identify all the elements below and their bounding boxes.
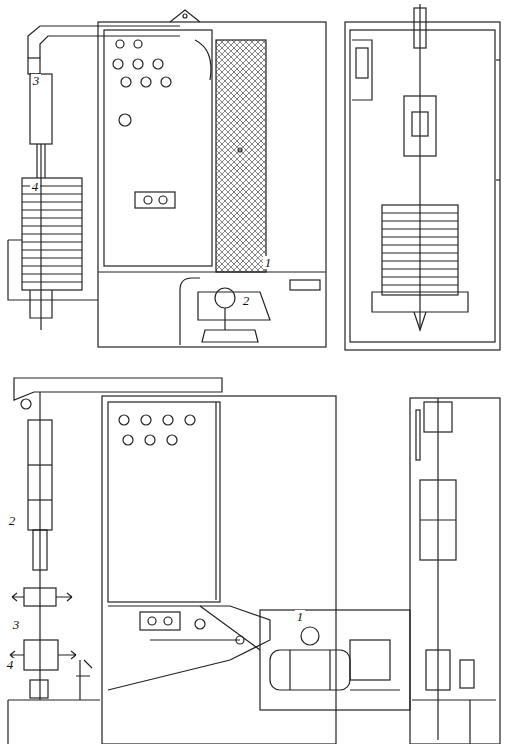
fin-stroke	[22, 265, 82, 266]
dial-symbol	[167, 435, 177, 445]
fin-stroke	[22, 201, 82, 202]
fin-stroke	[382, 276, 458, 277]
fin-stroke	[22, 281, 82, 282]
fin-stroke	[22, 225, 82, 226]
fin-stroke	[22, 193, 82, 194]
fin-stroke	[22, 257, 82, 258]
callout-number: 4	[30, 180, 41, 193]
fin-stroke	[382, 228, 458, 229]
dial-symbol	[133, 59, 143, 69]
dial-symbol	[145, 435, 155, 445]
fin-stroke	[22, 273, 82, 274]
dial-symbol	[161, 77, 171, 87]
callout-number: 1	[295, 610, 306, 623]
fin-stroke	[382, 284, 458, 285]
fin-stroke	[382, 260, 458, 261]
fin-stroke	[22, 209, 82, 210]
fin-stroke	[22, 241, 82, 242]
dial-symbol	[153, 59, 163, 69]
fin-stroke	[22, 249, 82, 250]
bottom-front-view	[8, 378, 410, 744]
fin-stroke	[382, 252, 458, 253]
dial-symbol	[121, 77, 131, 87]
dial-symbol	[119, 415, 129, 425]
dial-symbol	[123, 435, 133, 445]
callout-number: 4	[5, 658, 16, 671]
top-side-view	[345, 4, 500, 350]
dial-symbol	[163, 415, 173, 425]
bottom-side-view	[410, 398, 500, 744]
fin-stroke	[382, 236, 458, 237]
fin-stroke	[22, 217, 82, 218]
fin-stroke	[382, 268, 458, 269]
dial-symbol	[141, 415, 151, 425]
callout-number: 3	[31, 74, 42, 87]
callout-number: 2	[7, 514, 18, 527]
callout-number: 2	[241, 294, 252, 307]
fin-stroke	[382, 244, 458, 245]
top-front-view	[8, 10, 326, 347]
dial-symbol	[141, 77, 151, 87]
dial-symbol	[185, 415, 195, 425]
callout-number: 3	[11, 618, 22, 631]
fin-stroke	[382, 220, 458, 221]
dial-symbol	[113, 59, 123, 69]
fin-stroke	[22, 233, 82, 234]
callout-number: 1	[263, 256, 274, 269]
fin-stroke	[382, 212, 458, 213]
